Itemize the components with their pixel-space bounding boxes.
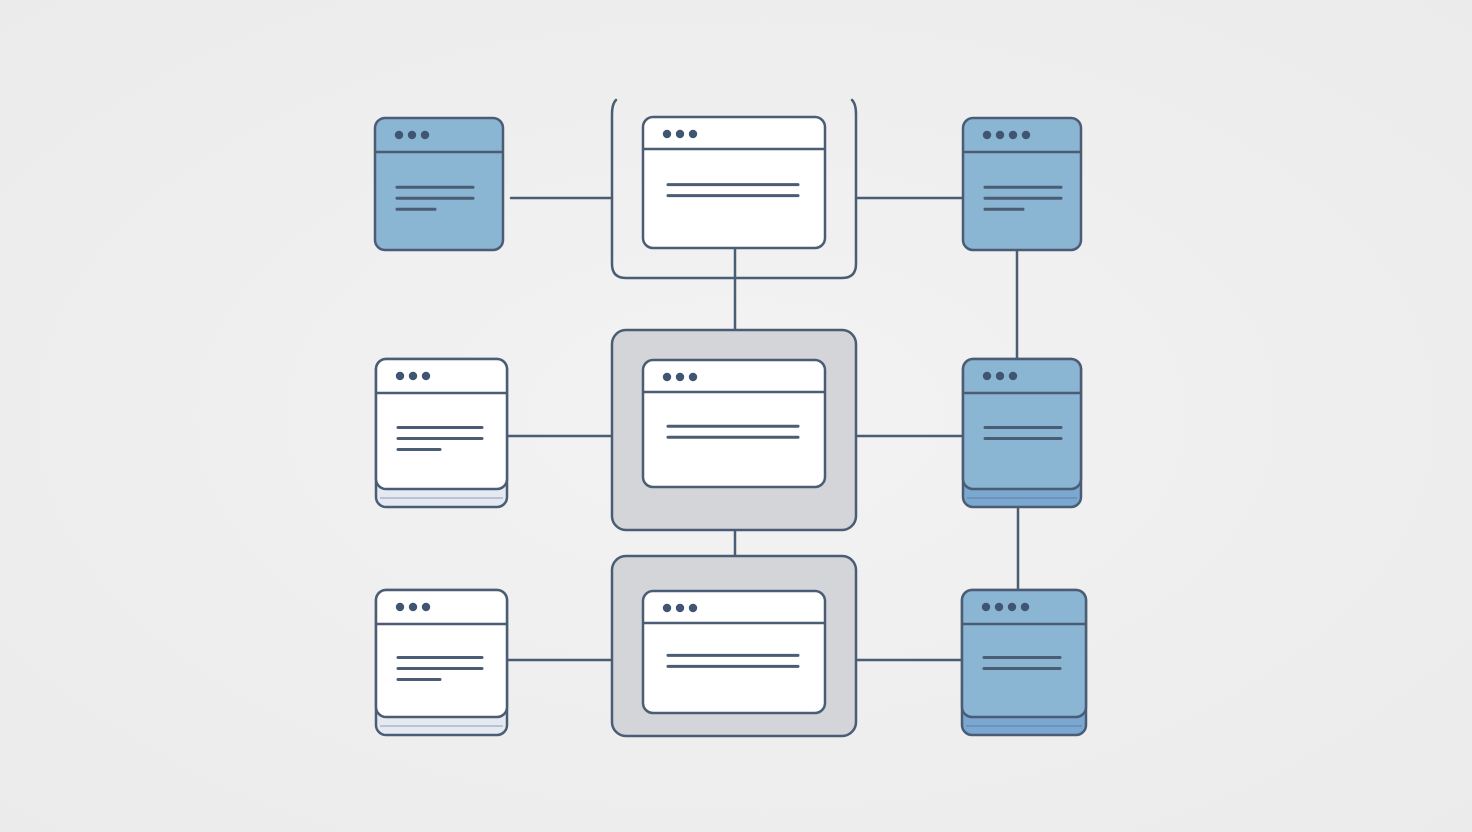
window-frame (961, 357, 1083, 491)
window-dot (421, 371, 431, 381)
window-dot (982, 371, 992, 381)
window-frame (641, 115, 827, 250)
window-dot (1007, 602, 1017, 612)
window-dot (395, 371, 405, 381)
window-frame (374, 357, 509, 491)
window-dot (395, 602, 405, 612)
window-center-middle (641, 358, 827, 489)
window-dot (394, 130, 404, 140)
window-layer (373, 115, 1088, 737)
window-frame (373, 116, 505, 252)
window-dot (995, 130, 1005, 140)
three-dots-icon (394, 130, 430, 140)
window-dot (408, 602, 418, 612)
window-dot (662, 372, 672, 382)
window-dot (421, 602, 431, 612)
three-dots-icon (982, 371, 1018, 381)
three-dots-icon (395, 371, 431, 381)
window-dot (662, 603, 672, 613)
window-dot (1008, 130, 1018, 140)
window-center-top (641, 115, 827, 250)
window-dot (408, 371, 418, 381)
window-frame (641, 589, 827, 715)
bracket-container-center-top (610, 98, 858, 280)
window-dot (688, 603, 698, 613)
window-left-middle (374, 357, 509, 509)
window-center-bottom (641, 589, 827, 715)
window-dot (420, 130, 430, 140)
three-dots-icon (395, 602, 431, 612)
window-dot (995, 371, 1005, 381)
window-dot (675, 372, 685, 382)
three-dots-icon (662, 603, 698, 613)
window-dot (1008, 371, 1018, 381)
window-left-top (373, 116, 505, 252)
three-dots-icon (981, 602, 1030, 612)
window-dot (675, 603, 685, 613)
window-left-bottom (374, 588, 509, 737)
window-dot (1020, 602, 1030, 612)
three-dots-icon (982, 130, 1031, 140)
window-dot (981, 602, 991, 612)
window-right-middle (961, 357, 1083, 509)
window-frame (374, 588, 509, 719)
window-dot (688, 372, 698, 382)
window-dot (982, 130, 992, 140)
three-dots-icon (662, 129, 698, 139)
window-dot (688, 129, 698, 139)
window-dot (407, 130, 417, 140)
window-dot (1021, 130, 1031, 140)
window-dot (662, 129, 672, 139)
window-dot (994, 602, 1004, 612)
window-frame (961, 116, 1083, 252)
window-right-top (961, 116, 1083, 252)
three-dots-icon (662, 372, 698, 382)
window-right-bottom (960, 588, 1088, 737)
window-frame (960, 588, 1088, 719)
window-dot (675, 129, 685, 139)
